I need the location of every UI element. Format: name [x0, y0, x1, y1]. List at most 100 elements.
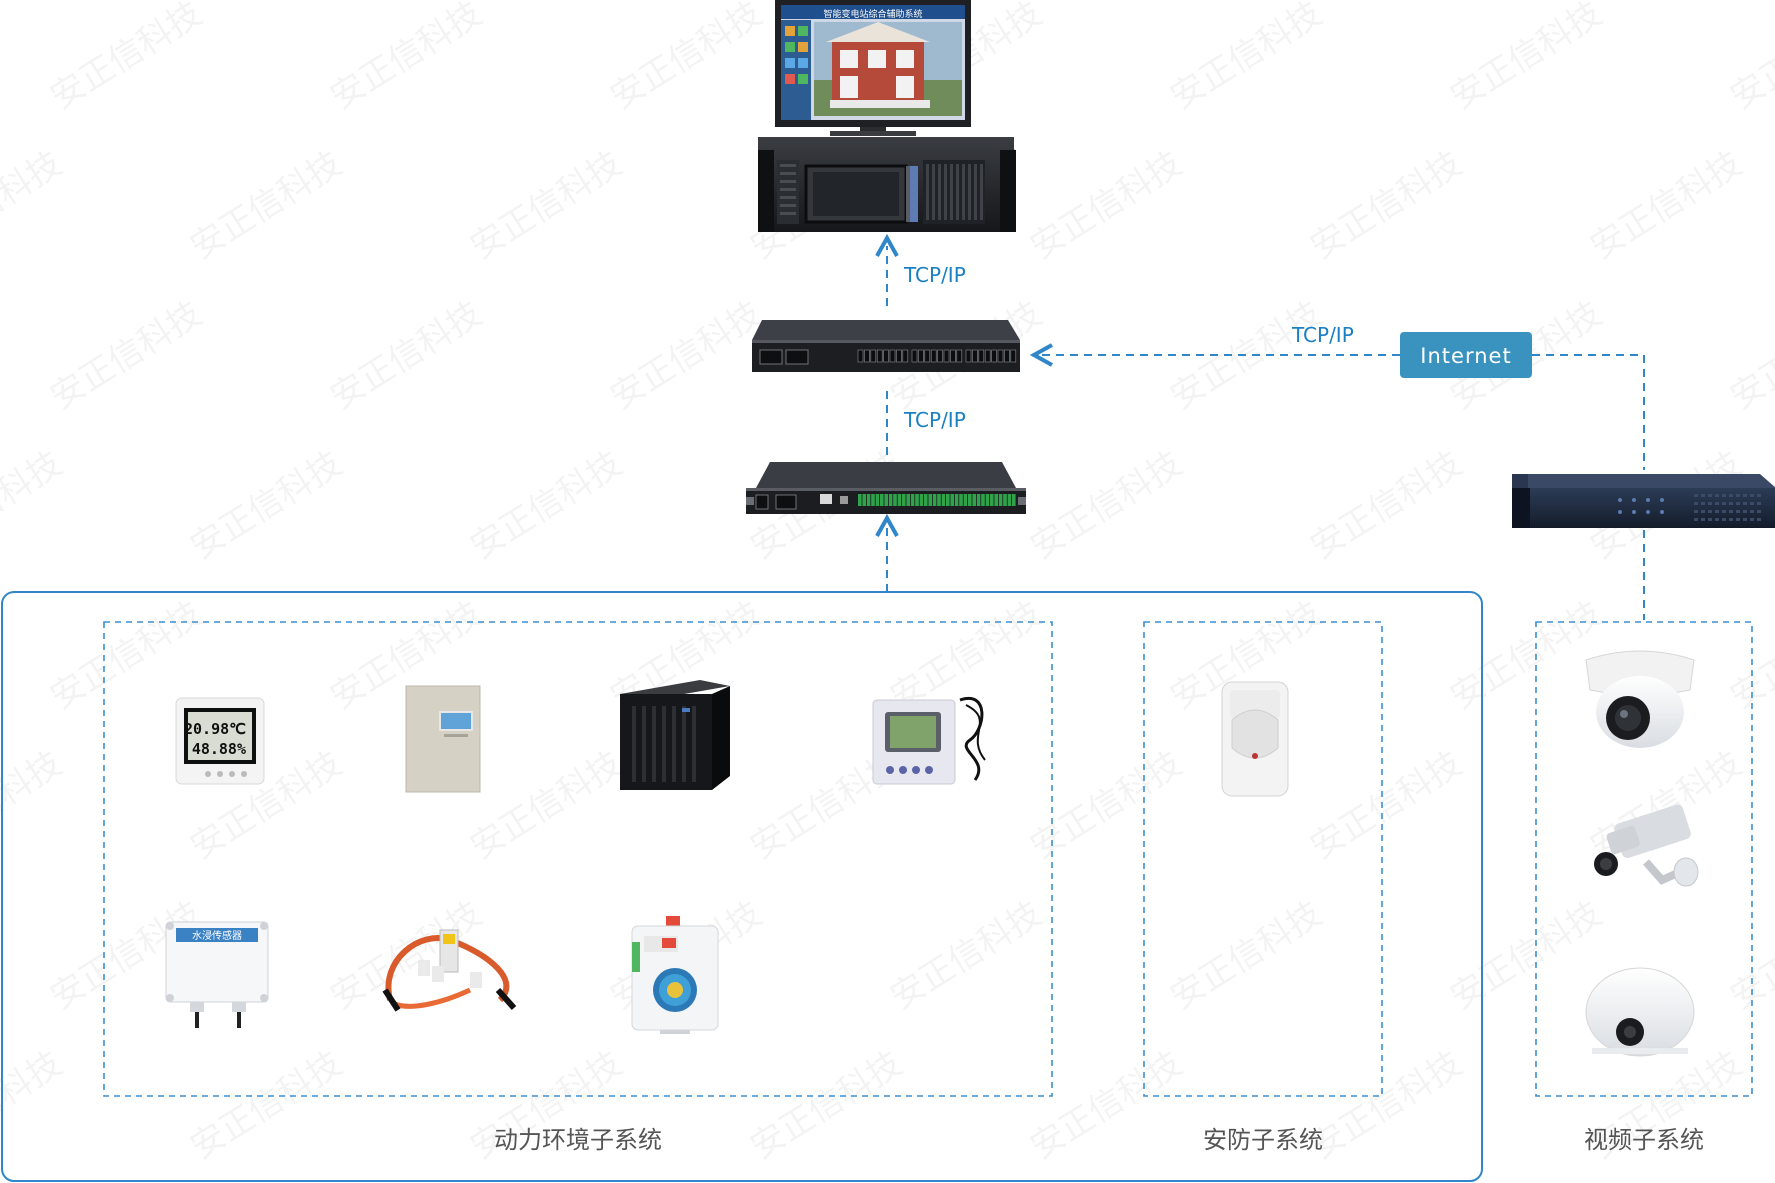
terminal-block	[1007, 494, 1012, 506]
ethernet-port	[870, 349, 877, 363]
link-label-server: TCP/IP	[903, 263, 966, 287]
video-group-box	[1535, 621, 1753, 1097]
watermark-text: 安正信科技	[1024, 444, 1189, 568]
vent-slot	[1757, 518, 1761, 521]
ethernet-port	[883, 349, 889, 363]
terminal-block	[919, 494, 924, 506]
terminal-blocks	[858, 494, 1016, 506]
power-env-group-box	[103, 621, 1053, 1097]
watermark-text: 安正信科技	[1304, 144, 1469, 268]
vent-slot	[1701, 518, 1705, 521]
vent-slot	[1729, 518, 1733, 521]
link-nvr-to-internet	[1532, 354, 1645, 470]
watermark-text: 安正信科技	[1724, 594, 1775, 718]
ethernet-port	[896, 349, 902, 363]
vent-slot	[1694, 518, 1698, 521]
vent-slot	[1757, 502, 1761, 505]
server-host-icon	[758, 137, 1016, 232]
terminal-block	[968, 494, 972, 506]
vent-slot	[1729, 502, 1733, 505]
watermark-text: 安正信科技	[1444, 894, 1609, 1018]
water-leak-sensor-icon: 水浸传感器	[165, 921, 269, 1028]
turret-camera-icon	[1585, 967, 1695, 1057]
watermark-text: 安正信科技	[0, 744, 69, 868]
ethernet-port	[876, 349, 883, 363]
vent-slot	[1736, 502, 1740, 505]
data-collector-icon	[746, 462, 1026, 514]
temperature-readout: 20.98℃	[184, 720, 246, 738]
vent-slot	[1694, 494, 1698, 497]
watermark-text: 安正信科技	[1444, 594, 1609, 718]
ethernet-port	[1010, 349, 1017, 363]
terminal-block	[862, 494, 866, 506]
ethernet-port	[991, 349, 997, 363]
vent-slot	[1694, 510, 1698, 513]
terminal-block	[932, 494, 937, 506]
ethernet-port	[978, 349, 985, 363]
ethernet-port	[911, 349, 918, 363]
vent-slot	[1708, 494, 1712, 497]
watermark-text: 安正信科技	[1584, 744, 1749, 868]
ethernet-port	[930, 349, 937, 363]
vent-slot	[1750, 510, 1754, 513]
watermark-text: 安正信科技	[1164, 0, 1329, 118]
nvr-device-icon	[1512, 474, 1775, 528]
terminal-block	[893, 494, 897, 506]
watermark-text: 安正信科技	[324, 294, 489, 418]
watermark-text: 安正信科技	[184, 1044, 349, 1168]
vent-slot	[1736, 494, 1740, 497]
link-label-internet: TCP/IP	[1291, 323, 1354, 347]
terminal-block	[1003, 494, 1007, 506]
monitor-icon: 智能变电站综合辅助系统	[775, 0, 971, 136]
ethernet-port	[965, 349, 972, 363]
vent-slot	[1757, 494, 1761, 497]
watermark-text: 安正信科技	[0, 144, 69, 268]
terminal-block	[981, 494, 985, 506]
vent-slot	[1743, 510, 1747, 513]
leak-detection-cable-icon	[382, 929, 517, 1012]
vent-slot	[1722, 494, 1726, 497]
watermark-text: 安正信科技	[1724, 294, 1775, 418]
vent-slot	[1750, 518, 1754, 521]
wall-thermostat-icon	[872, 696, 986, 785]
terminal-block	[924, 494, 928, 506]
internet-node: Internet	[1400, 332, 1532, 378]
terminal-block	[871, 494, 875, 506]
vent-slot	[1722, 518, 1726, 521]
watermark-text: 安正信科技	[464, 744, 629, 868]
vent-slot	[1701, 502, 1705, 505]
watermark-text: 安正信科技	[464, 144, 629, 268]
terminal-block	[972, 494, 976, 506]
vent-slot	[1715, 502, 1719, 505]
ethernet-port	[984, 349, 991, 363]
vent-slot	[1729, 510, 1733, 513]
terminal-block	[954, 494, 959, 506]
vent-slot	[1722, 502, 1726, 505]
vent-slot	[1715, 518, 1719, 521]
ethernet-port	[997, 349, 1004, 363]
internet-label: Internet	[1420, 344, 1511, 368]
terminal-block	[897, 494, 902, 506]
terminal-block	[985, 494, 990, 506]
power-env-caption: 动力环境子系统	[494, 1126, 662, 1154]
watermark-text: 安正信科技	[1024, 144, 1189, 268]
environment-controller-icon	[405, 685, 481, 793]
ethernet-port	[857, 349, 864, 363]
watermark-text: 安正信科技	[184, 144, 349, 268]
watermark-text: 安正信科技	[44, 0, 209, 118]
vent-slot	[1708, 502, 1712, 505]
vent-slot	[1708, 518, 1712, 521]
ethernet-port	[864, 349, 870, 363]
vent-slot	[1750, 502, 1754, 505]
watermark-text: 安正信科技	[1584, 144, 1749, 268]
precision-air-conditioner-icon	[620, 680, 730, 790]
subsystems-frame	[1, 591, 1483, 1182]
terminal-block	[941, 494, 946, 506]
ethernet-port	[937, 349, 943, 363]
watermark-text: 安正信科技	[1304, 444, 1469, 568]
ethernet-port	[943, 349, 950, 363]
terminal-block	[946, 494, 950, 506]
terminal-block	[915, 494, 919, 506]
vent-slot	[1743, 502, 1747, 505]
